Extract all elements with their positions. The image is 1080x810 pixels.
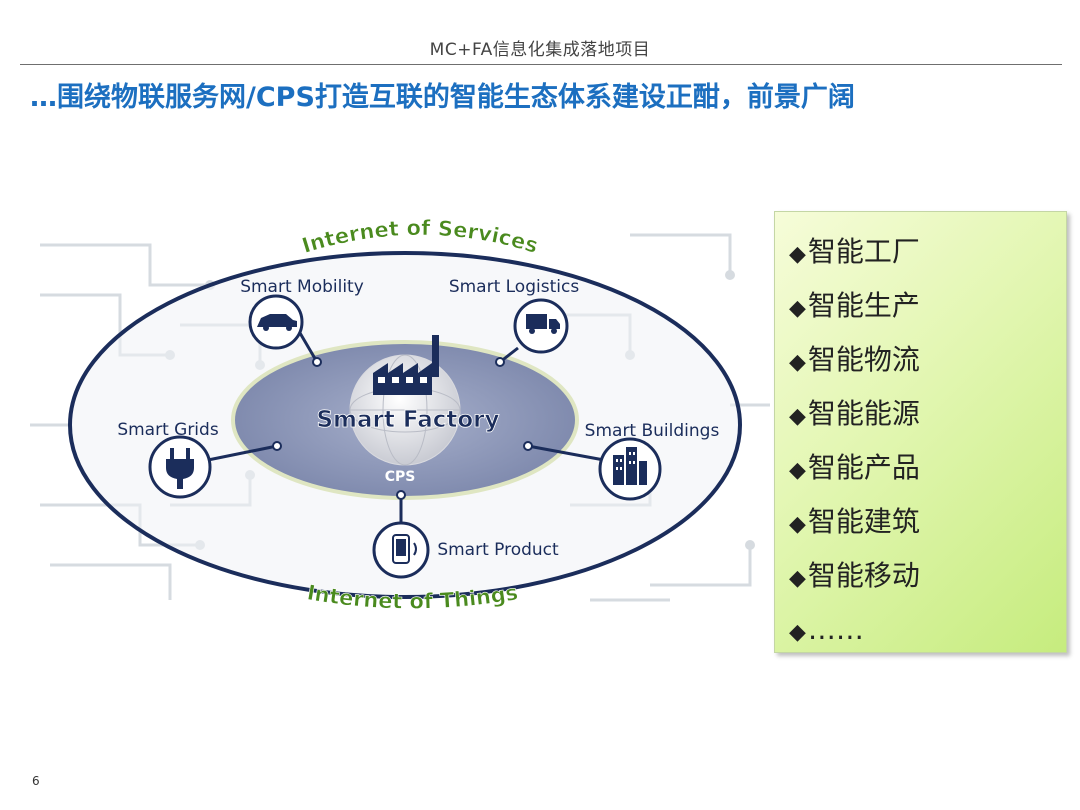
- smart-buildings-label: Smart Buildings: [585, 421, 720, 441]
- smartphone-icon: [392, 534, 417, 564]
- list-item-label: 智能产品: [807, 451, 920, 484]
- factory-icon: [373, 335, 439, 395]
- smart-domains-panel: ◆智能工厂 ◆智能生产 ◆智能物流 ◆智能能源 ◆智能产品 ◆智能建筑 ◆智能移…: [774, 211, 1067, 653]
- list-item: ◆智能生产: [789, 284, 1066, 338]
- diamond-bullet-icon: ◆: [789, 296, 806, 321]
- list-item-label: 智能建筑: [807, 505, 920, 538]
- list-item: ◆智能工厂: [789, 230, 1066, 284]
- header-divider: [20, 64, 1062, 65]
- list-item-label: 智能能源: [807, 397, 920, 430]
- smart-factory-label: Smart Factory: [316, 407, 499, 433]
- list-item: ◆……: [789, 608, 1066, 662]
- header-title: MC+FA信息化集成落地项目: [429, 40, 651, 60]
- smart-mobility-label: Smart Mobility: [240, 277, 364, 297]
- list-item: ◆智能移动: [789, 554, 1066, 608]
- smart-grids-label: Smart Grids: [117, 420, 219, 440]
- smart-logistics-label: Smart Logistics: [449, 277, 580, 297]
- cps-label: CPS: [385, 469, 416, 485]
- page-number: 6: [32, 774, 40, 788]
- list-item: ◆智能建筑: [789, 500, 1066, 554]
- buildings-icon: [613, 447, 647, 485]
- smart-domains-list: ◆智能工厂 ◆智能生产 ◆智能物流 ◆智能能源 ◆智能产品 ◆智能建筑 ◆智能移…: [775, 212, 1066, 662]
- diamond-bullet-icon: ◆: [789, 242, 806, 267]
- diamond-bullet-icon: ◆: [789, 404, 806, 429]
- diamond-bullet-icon: ◆: [789, 458, 806, 483]
- list-item: ◆智能产品: [789, 446, 1066, 500]
- diamond-bullet-icon: ◆: [789, 350, 806, 375]
- slide-heading: …围绕物联服务网/CPS打造互联的智能生态体系建设正酣，前景广阔: [30, 82, 855, 113]
- diamond-bullet-icon: ◆: [789, 620, 806, 645]
- list-item: ◆智能能源: [789, 392, 1066, 446]
- list-item-label: 智能物流: [807, 343, 920, 376]
- diamond-bullet-icon: ◆: [789, 512, 806, 537]
- list-item-label: 智能生产: [807, 289, 920, 322]
- diamond-bullet-icon: ◆: [789, 566, 806, 591]
- truck-icon: [526, 314, 560, 334]
- list-item-label: 智能移动: [807, 559, 920, 592]
- smart-product-label: Smart Product: [437, 540, 559, 560]
- list-item-label: 智能工厂: [807, 235, 920, 268]
- list-item: ◆智能物流: [789, 338, 1066, 392]
- plug-icon: [166, 448, 194, 489]
- ecosystem-diagram: Internet of Services Internet of Things …: [30, 205, 770, 630]
- list-item-label: ……: [807, 613, 864, 646]
- car-icon: [257, 314, 297, 331]
